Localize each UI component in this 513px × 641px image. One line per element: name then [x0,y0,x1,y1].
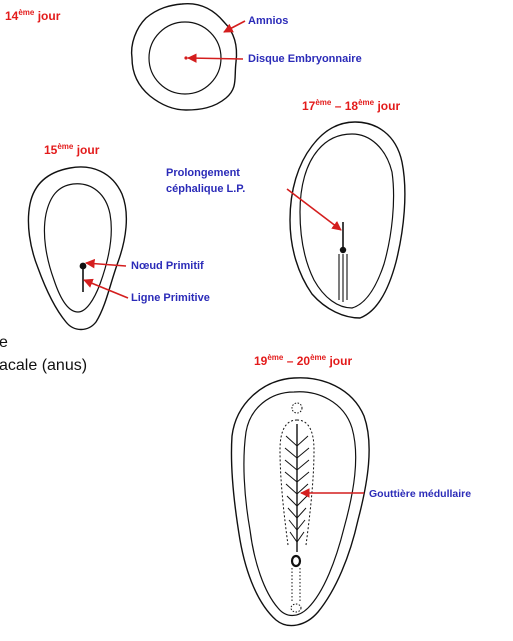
gouttiere-medullaire-label: Gouttière médullaire [369,486,471,502]
ligne-primitive-label: Ligne Primitive [131,290,210,306]
day14-word: jour [38,9,61,23]
disque-center-dot [184,56,187,59]
disque-embryonnaire-label: Disque Embryonnaire [248,51,362,67]
day19-suffix: ème [267,353,283,362]
day17-18-heading: 17ème – 18ème jour [302,99,400,113]
day15-heading: 15ème jour [44,143,99,157]
prolongement-label: Prolongement céphalique L.P. [166,165,245,197]
day19-20-heading: 19ème – 20ème jour [254,354,352,368]
side-text-line2: acale (anus) [0,357,87,375]
day14-suffix: ème [18,8,34,17]
day15-number: 15 [44,143,57,157]
noeud-primitif-dot [80,263,87,270]
day18-number: 18 [345,99,358,113]
day19-20-word: jour [329,354,352,368]
noeud-primitif-ring [292,556,300,566]
noeud-dot-day17 [340,247,346,253]
day17-18-word: jour [377,99,400,113]
disque-arrow [188,58,243,59]
day17-number: 17 [302,99,315,113]
embryo-day15 [28,167,128,329]
day18-suffix: ème [358,98,374,107]
prolongement-label-line1: Prolongement [166,165,245,181]
caudal-dotted-streak [292,568,300,602]
day15-suffix: ème [57,142,73,151]
cloacal-dotted-membrane [291,604,301,612]
day15-inner-outline [44,184,111,312]
cephalic-dotted-circle [292,403,302,413]
ligne-arrow [84,280,128,298]
day20-suffix: ème [310,353,326,362]
embryo-day17-18 [287,122,405,318]
day17-18-separator: – [335,99,342,113]
day15-word: jour [77,143,100,157]
day14-number: 14 [5,9,18,23]
day19-20-separator: – [287,354,294,368]
day15-outer-outline [28,167,126,329]
noeud-primitif-label: Nœud Primitif [131,258,204,274]
side-text-line1: e [0,334,8,352]
prolongement-label-line2: céphalique L.P. [166,181,245,197]
embryo-day14 [132,4,245,110]
day19-number: 19 [254,354,267,368]
day20-number: 20 [297,354,310,368]
prolongement-arrow [287,189,341,230]
day14-heading: 14ème jour [5,9,60,23]
amnios-label: Amnios [248,13,288,29]
embryo-day19-20 [231,378,369,626]
day17-suffix: ème [315,98,331,107]
